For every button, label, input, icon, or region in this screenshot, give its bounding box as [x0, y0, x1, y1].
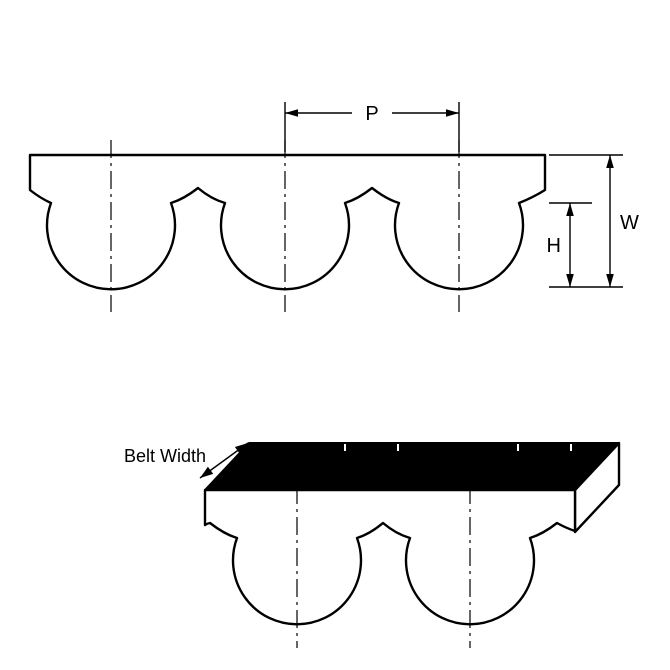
- pitch-label: P: [365, 103, 378, 125]
- arrowhead-down-icon: [566, 274, 574, 287]
- belt-width-dimension: Belt Width: [124, 442, 249, 479]
- belt-top-face: [204, 442, 620, 491]
- pitch-dimension: P: [284, 102, 460, 152]
- thickness-dimension: W: [549, 154, 639, 288]
- cross-section-view: P W H: [28, 102, 639, 312]
- tooth-height-label: H: [547, 235, 561, 257]
- arrowhead-down-left-icon: [200, 466, 214, 478]
- thickness-label: W: [620, 212, 639, 234]
- arrowhead-down-icon: [606, 274, 614, 287]
- belt-front-face-profile: [203, 488, 577, 626]
- arrowhead-left-icon: [285, 109, 298, 117]
- arrowhead-right-icon: [446, 109, 459, 117]
- belt-width-label: Belt Width: [124, 446, 206, 466]
- belt-profile-outline: [28, 153, 547, 291]
- arrowhead-up-right-icon: [234, 443, 248, 455]
- tooth-height-dimension: H: [547, 202, 592, 287]
- arrowhead-up-icon: [606, 155, 614, 168]
- arrowhead-up-icon: [566, 203, 574, 216]
- isometric-view: Belt Width: [124, 441, 621, 648]
